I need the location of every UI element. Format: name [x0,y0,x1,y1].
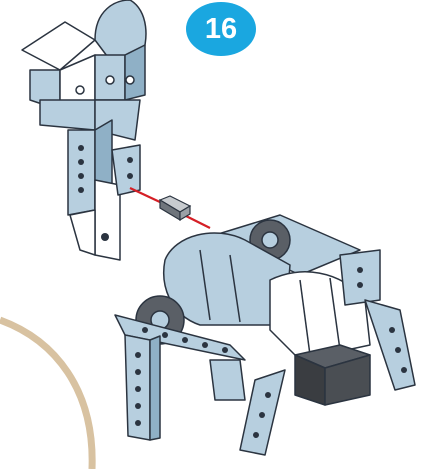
page-edge-curve [0,320,92,469]
axle-pin-icon [160,196,190,220]
body-subassembly [115,215,415,455]
head-subassembly [22,0,146,260]
